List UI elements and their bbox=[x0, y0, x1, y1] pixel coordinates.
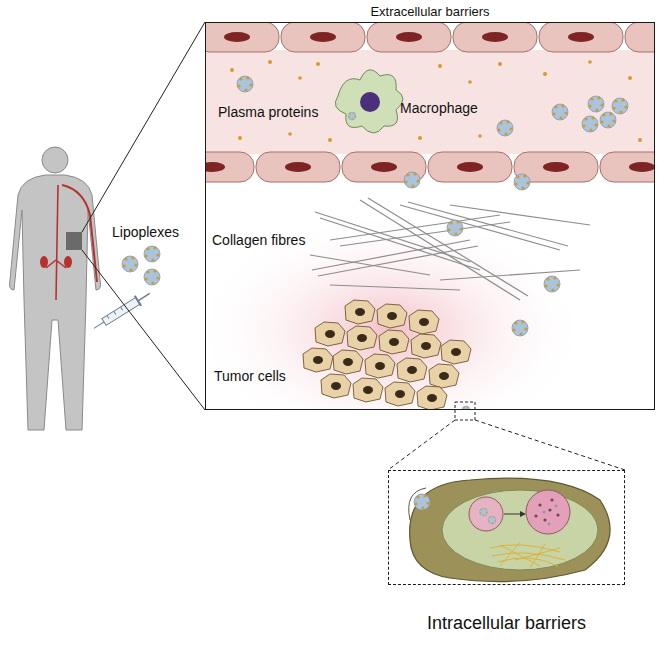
component-label: Plasma proteins bbox=[218, 104, 318, 121]
cell-label: Macrophage bbox=[400, 100, 478, 117]
extracellular-panel: Extracellular barriers bbox=[205, 22, 655, 410]
drug-label: Lipoplexes bbox=[112, 224, 179, 241]
panel-heading: Extracellular barriers bbox=[206, 4, 654, 20]
tissue-label: Collagen fibres bbox=[212, 232, 305, 249]
intracellular-panel: Intracellular barriers bbox=[388, 470, 625, 585]
panel-heading: Intracellular barriers bbox=[389, 612, 624, 634]
cell-label: Tumor cells bbox=[214, 368, 286, 385]
